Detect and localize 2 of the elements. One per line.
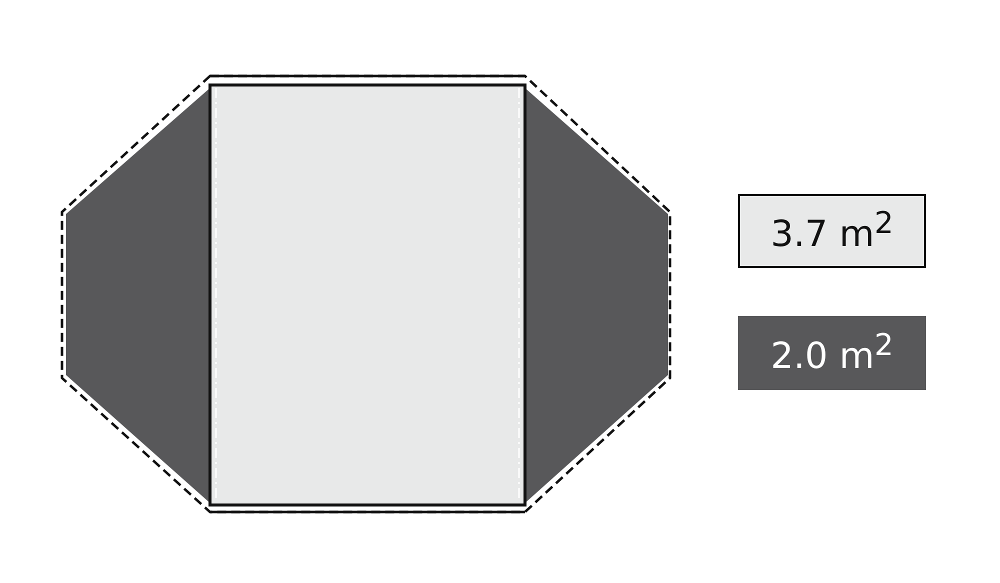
legend-label: 3.7 m$^{2}$ [770,209,894,253]
legend-label: 2.0 m$^{2}$ [770,331,894,375]
